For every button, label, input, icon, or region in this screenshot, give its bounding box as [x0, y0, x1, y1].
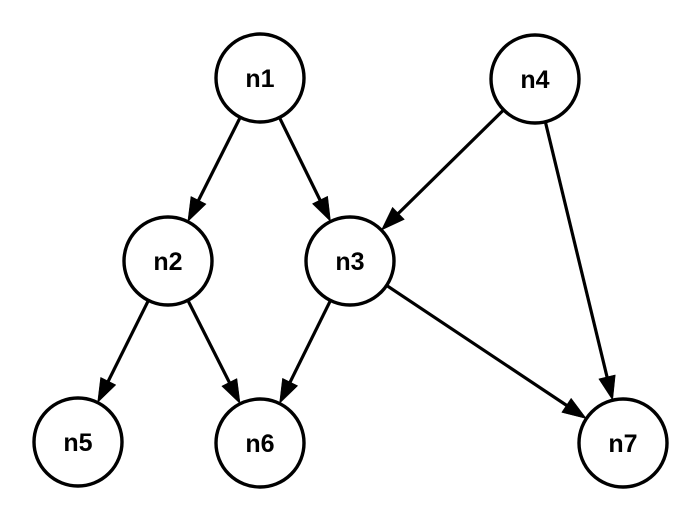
node-label: n4: [520, 66, 549, 94]
node-circle[interactable]: [489, 33, 581, 125]
graph-node-n7[interactable]: n7: [577, 397, 669, 489]
arrow-head-icon: [598, 374, 616, 401]
node-label: n7: [608, 430, 637, 458]
edge-n1-to-n2: [187, 116, 242, 223]
node-circle[interactable]: [304, 215, 396, 307]
node-label: n5: [63, 429, 92, 457]
arrow-head-icon: [97, 376, 117, 404]
edge-n3-to-n7: [385, 284, 588, 420]
edge-line: [105, 299, 150, 385]
edge-line: [277, 116, 323, 204]
node-circle[interactable]: [577, 397, 669, 489]
graph-node-n1[interactable]: n1: [214, 32, 306, 124]
edge-n3-to-n6: [279, 299, 332, 405]
node-label: n6: [245, 430, 274, 458]
node-label: n2: [153, 248, 182, 276]
edge-n4-to-n3: [380, 108, 505, 231]
nodes-layer: n1 n2 n3 n4 n5 n6 n7: [32, 32, 669, 489]
edge-n1-to-n3: [277, 116, 331, 223]
edge-n2-to-n5: [97, 299, 150, 404]
graph-node-n6[interactable]: n6: [214, 397, 306, 489]
arrow-head-icon: [279, 377, 299, 405]
edge-line: [394, 108, 505, 217]
graph-node-n3[interactable]: n3: [304, 215, 396, 307]
arrow-head-icon: [311, 195, 331, 223]
edge-line: [385, 284, 571, 409]
arrow-head-icon: [380, 206, 405, 231]
node-circle[interactable]: [214, 397, 306, 489]
graph-node-n2[interactable]: n2: [122, 215, 214, 307]
node-label: n1: [245, 65, 274, 93]
graph-node-n4[interactable]: n4: [489, 33, 581, 125]
node-circle[interactable]: [122, 215, 214, 307]
edges-layer: [97, 108, 616, 420]
edge-n2-to-n6: [186, 299, 241, 405]
edge-line: [543, 121, 610, 381]
node-label: n3: [335, 248, 364, 276]
node-circle[interactable]: [32, 396, 124, 488]
edge-n4-to-n7: [543, 121, 616, 401]
arrow-head-icon: [187, 196, 207, 223]
edge-line: [195, 116, 242, 204]
node-circle[interactable]: [214, 32, 306, 124]
arrow-head-icon: [561, 397, 588, 420]
edge-line: [287, 299, 332, 386]
arrow-head-icon: [221, 378, 241, 405]
graph-node-n5[interactable]: n5: [32, 396, 124, 488]
edge-line: [186, 299, 233, 387]
